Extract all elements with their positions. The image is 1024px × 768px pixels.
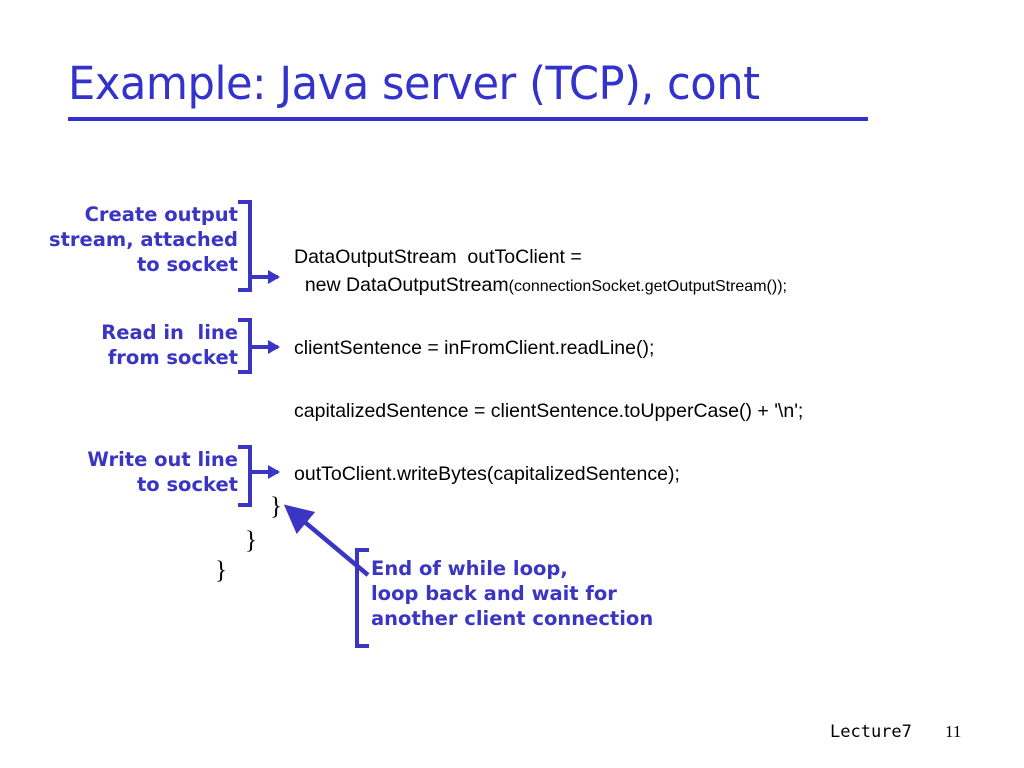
page-title-text: Example: Java server (TCP), cont bbox=[68, 57, 760, 110]
page-title: Example: Java server (TCP), cont bbox=[68, 57, 878, 121]
code-line-datoutputstream-new-main: new DataOutputStream bbox=[294, 274, 509, 296]
code-line-datoutputstream-new: new DataOutputStream(connectionSocket.ge… bbox=[294, 272, 787, 300]
code-line-write-bytes: outToClient.writeBytes(capitalizedSenten… bbox=[294, 463, 680, 485]
arrow-to-create-output-stream-code-icon bbox=[250, 270, 280, 284]
annotation-end-of-while-loop: End of while loop, loop back and wait fo… bbox=[371, 557, 654, 630]
code-closing-brace-1: } bbox=[270, 493, 282, 520]
arrow-to-read-in-line-code-icon bbox=[250, 340, 280, 354]
code-line-datoutputstream-decl: DataOutputStream outToClient = bbox=[294, 246, 582, 268]
bracket-write-out-line-icon bbox=[238, 445, 252, 507]
annotation-write-out-line: Write out line to socket bbox=[87, 448, 238, 496]
code-closing-brace-3: } bbox=[215, 557, 227, 584]
arrow-end-of-while-loop-icon bbox=[283, 504, 370, 577]
footer-lecture-label: Lecture7 bbox=[830, 722, 912, 742]
code-line-capitalized-sentence: capitalizedSentence = clientSentence.toU… bbox=[294, 400, 804, 422]
annotation-read-in-line: Read in line from socket bbox=[101, 321, 238, 369]
arrow-to-write-out-line-code-icon bbox=[250, 465, 280, 479]
annotation-create-output-stream: Create output stream, attached to socket bbox=[48, 203, 238, 276]
title-underline-rule bbox=[68, 117, 868, 121]
code-line-client-sentence: clientSentence = inFromClient.readLine()… bbox=[294, 337, 655, 359]
bracket-create-output-stream-icon bbox=[238, 200, 252, 292]
code-closing-brace-2: } bbox=[245, 527, 257, 554]
code-line-datoutputstream-new-args: (connectionSocket.getOutputStream()); bbox=[508, 278, 787, 295]
bracket-end-of-while-loop-icon bbox=[355, 548, 369, 648]
footer-page-number: 11 bbox=[945, 722, 962, 741]
